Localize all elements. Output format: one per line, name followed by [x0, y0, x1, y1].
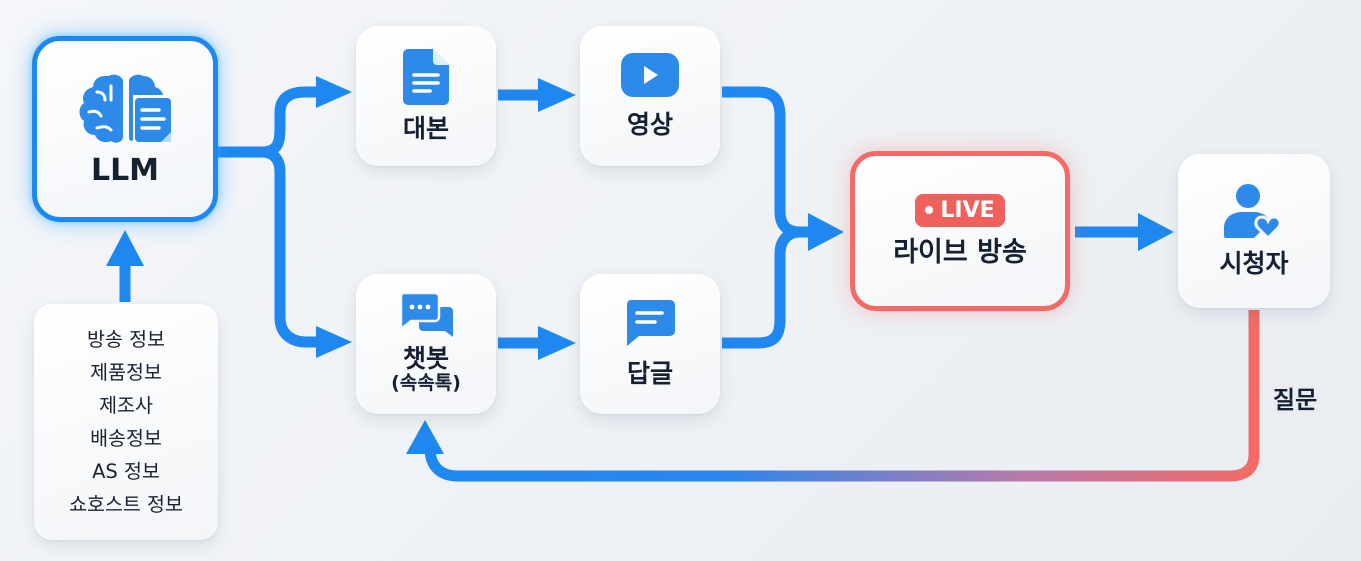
- edge-viewer-to-chatbot: [424, 310, 1260, 482]
- info-line: 방송 정보: [87, 328, 165, 351]
- edge-reply-to-live: [722, 226, 801, 349]
- script-label: 대본: [402, 113, 449, 143]
- edge-llm-to-chatbot: [261, 146, 318, 348]
- info-line: 제품정보: [90, 361, 162, 384]
- live-broadcast-node[interactable]: LIVE 라이브 방송: [850, 151, 1070, 311]
- arrowhead-to-viewer: [1138, 213, 1174, 251]
- viewer-node[interactable]: 시청자: [1178, 154, 1330, 308]
- reply-node[interactable]: 답글: [580, 274, 720, 414]
- llm-node[interactable]: LLM: [32, 36, 218, 222]
- chatbot-label: 챗봇: [402, 343, 449, 373]
- llm-label: LLM: [90, 152, 160, 188]
- arrowhead-to-chatbot-feedback: [406, 420, 444, 454]
- chatbot-node[interactable]: 챗봇 (속속톡): [356, 274, 496, 414]
- arrowhead-to-video: [538, 78, 576, 112]
- document-icon: [403, 48, 449, 105]
- live-dot-icon: [925, 206, 934, 215]
- user-heart-icon: [1224, 183, 1282, 240]
- chat-bubbles-icon: [399, 292, 453, 337]
- info-sources-node[interactable]: 방송 정보 제품정보 제조사 배송정보 AS 정보 쇼호스트 정보: [34, 304, 218, 540]
- edge-video-to-live: [722, 86, 808, 238]
- info-line: 배송정보: [90, 427, 162, 450]
- chatbot-sublabel: (속속톡): [391, 372, 461, 395]
- viewer-label: 시청자: [1219, 248, 1289, 278]
- edge-llm-split: [218, 86, 318, 158]
- live-badge-text: LIVE: [940, 197, 995, 223]
- arrowhead-to-live: [808, 213, 844, 251]
- arrowhead-to-script: [316, 76, 352, 108]
- live-badge: LIVE: [915, 193, 1005, 227]
- video-label: 영상: [626, 109, 673, 139]
- info-line: 쇼호스트 정보: [69, 493, 183, 516]
- brain-document-icon: [79, 74, 171, 143]
- video-node[interactable]: 영상: [580, 26, 720, 166]
- script-node[interactable]: 대본: [356, 26, 496, 166]
- arrowhead-to-llm: [106, 230, 144, 266]
- info-line: 제조사: [99, 394, 153, 417]
- live-broadcast-label: 라이브 방송: [893, 236, 1027, 268]
- message-icon: [626, 299, 675, 346]
- info-line: AS 정보: [92, 460, 160, 483]
- arrowhead-to-reply: [538, 326, 576, 360]
- arrowhead-to-chatbot: [316, 326, 352, 358]
- reply-label: 답글: [626, 358, 673, 388]
- play-video-icon: [621, 52, 679, 97]
- question-edge-label: 질문: [1273, 386, 1318, 414]
